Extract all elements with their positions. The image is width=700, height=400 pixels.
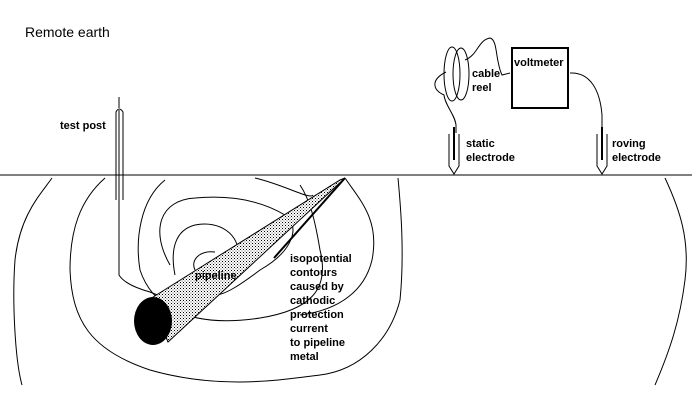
pipeline bbox=[134, 177, 346, 345]
label-pipeline: pipeline bbox=[195, 270, 237, 282]
test-post bbox=[115, 97, 166, 299]
reel-to-static-wire bbox=[434, 71, 457, 133]
roving-electrode bbox=[596, 127, 608, 175]
label-reel: reel bbox=[472, 82, 492, 94]
static-electrode bbox=[448, 127, 460, 175]
label-test-post: test post bbox=[60, 120, 106, 132]
contour-5 bbox=[159, 196, 294, 296]
label-roving-electrode: electrode bbox=[612, 152, 661, 164]
contour-1 bbox=[13, 177, 53, 386]
contour-4 bbox=[254, 177, 314, 197]
svg-text:cathodic: cathodic bbox=[290, 295, 335, 307]
contours-note: isopotential contours caused by cathodic… bbox=[290, 253, 352, 363]
contour-8 bbox=[654, 177, 687, 386]
svg-text:isopotential: isopotential bbox=[290, 253, 352, 265]
contour-6 bbox=[172, 223, 239, 276]
pipeline-edge bbox=[273, 177, 346, 259]
svg-text:contours: contours bbox=[290, 267, 337, 279]
contour-9 bbox=[299, 177, 375, 316]
svg-text:protection: protection bbox=[290, 309, 344, 321]
title-remote-earth: Remote earth bbox=[25, 24, 110, 40]
voltmeter bbox=[511, 47, 569, 109]
label-static-electrode: electrode bbox=[466, 152, 515, 164]
contour-3 bbox=[137, 179, 323, 322]
test-post-wire bbox=[118, 110, 166, 299]
svg-text:current: current bbox=[290, 323, 328, 335]
contour-7 bbox=[193, 251, 216, 271]
label-static: static bbox=[466, 138, 495, 150]
label-roving: roving bbox=[612, 138, 646, 150]
pipeline-end bbox=[134, 297, 172, 345]
label-cable: cable bbox=[472, 68, 500, 80]
label-voltmeter: voltmeter bbox=[514, 57, 564, 69]
cable-reel bbox=[434, 37, 511, 133]
contour-2 bbox=[69, 177, 403, 383]
svg-text:to pipeline: to pipeline bbox=[290, 337, 345, 349]
reel-to-voltmeter-wire bbox=[464, 37, 511, 76]
svg-text:metal: metal bbox=[290, 351, 319, 363]
voltmeter-to-roving-wire bbox=[569, 72, 603, 133]
svg-text:caused by: caused by bbox=[290, 281, 345, 293]
isopotential-contours bbox=[13, 177, 687, 386]
